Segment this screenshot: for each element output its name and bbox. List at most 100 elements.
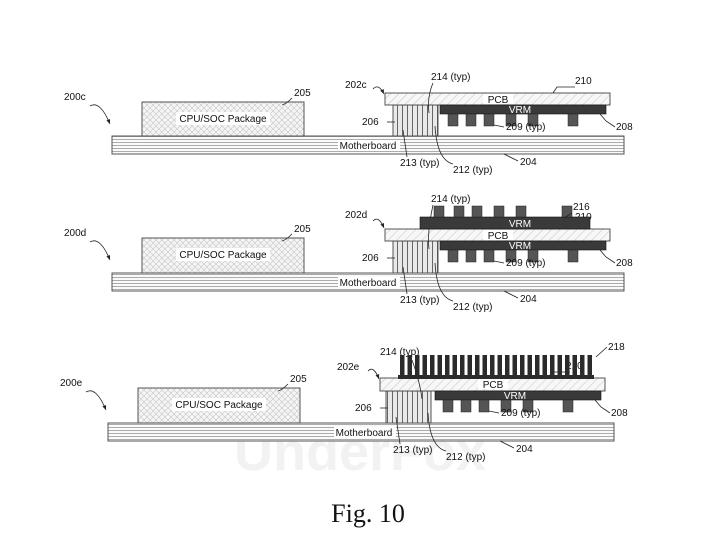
interposer-206 xyxy=(392,104,439,137)
component-209 xyxy=(567,113,579,127)
leader-204 xyxy=(503,290,519,299)
component-209 xyxy=(447,249,459,263)
ref-202d: 202d xyxy=(345,210,367,221)
heatsink-fin xyxy=(587,355,592,375)
ref-208: 208 xyxy=(616,122,633,133)
heatsink-fin xyxy=(565,355,570,375)
ref-218: 218 xyxy=(608,342,625,353)
ref-205: 205 xyxy=(294,224,311,235)
leader-205 xyxy=(281,233,293,242)
component-209 xyxy=(505,249,517,263)
motherboard-label-bg xyxy=(334,427,396,438)
vrm-bottom-label: VRM xyxy=(509,105,531,116)
component-209 xyxy=(483,113,495,127)
heatsink-fin xyxy=(445,355,450,375)
leader-204 xyxy=(503,153,519,162)
leader-205 xyxy=(281,97,293,106)
arrow-202d xyxy=(372,218,385,229)
component-top xyxy=(515,205,527,218)
leader-209 xyxy=(493,124,505,128)
component-209 xyxy=(478,399,490,413)
arrow-200d xyxy=(89,240,111,261)
leader-218 xyxy=(595,346,608,358)
ref-200e: 200e xyxy=(60,378,83,389)
vrm-bottom xyxy=(439,104,607,115)
component-top xyxy=(433,205,445,218)
heatsink-fin xyxy=(520,355,525,375)
arrow-202e-head xyxy=(375,374,380,379)
heatsink-fin xyxy=(527,355,532,375)
heatsink-fin xyxy=(460,355,465,375)
component-top xyxy=(471,205,483,218)
motherboard-label: Motherboard xyxy=(340,141,397,152)
interposer-206 xyxy=(392,240,439,274)
heatsink-fin xyxy=(490,355,495,375)
ref-212: 212 (typ) xyxy=(453,302,492,313)
motherboard-label: Motherboard xyxy=(340,278,397,289)
interposer-206 xyxy=(385,390,432,424)
heatsink-fin xyxy=(535,355,540,375)
heatsink-fin xyxy=(557,355,562,375)
ref-212: 212 (typ) xyxy=(453,165,492,176)
component-top xyxy=(453,205,465,218)
ref-210: 210 xyxy=(575,76,592,87)
ref-213: 213 (typ) xyxy=(400,295,439,306)
leader-212 xyxy=(427,412,447,452)
ref-205: 205 xyxy=(294,88,311,99)
heatsink-fin xyxy=(452,355,457,375)
arrow-200d-head xyxy=(106,255,111,260)
leader-209 xyxy=(493,260,505,264)
leader-204 xyxy=(499,440,515,449)
cpu-soc-package-label: CPU/SOC Package xyxy=(175,400,263,411)
ref-206: 206 xyxy=(362,117,379,128)
component-209 xyxy=(465,249,477,263)
component-209 xyxy=(442,399,454,413)
ref-202c: 202c xyxy=(345,80,367,91)
heatsink-fin xyxy=(512,355,517,375)
vrm-top-label: VRM xyxy=(509,219,531,230)
ref-200c: 200c xyxy=(64,92,86,103)
heatsink-fin xyxy=(475,355,480,375)
leader-212 xyxy=(434,262,454,302)
ref-216: 216 xyxy=(573,202,590,213)
ref-212: 212 (typ) xyxy=(446,452,485,463)
component-209 xyxy=(562,399,574,413)
ref-209: 209 (typ) xyxy=(506,122,545,133)
pcb-label-bg xyxy=(478,379,508,389)
leader-208 xyxy=(594,399,611,414)
ref-214: 214 (typ) xyxy=(431,194,470,205)
vrm-top xyxy=(419,216,591,230)
component-209 xyxy=(500,399,512,413)
leader-214 xyxy=(428,82,434,114)
heatsink-fin xyxy=(400,355,405,375)
cpu-soc-package xyxy=(141,237,305,274)
vrm-bottom xyxy=(434,390,602,401)
arrow-200c xyxy=(89,104,111,125)
leader-214 xyxy=(428,204,434,250)
leader-213 xyxy=(402,266,408,295)
vrm-bottom-label: VRM xyxy=(504,391,526,402)
ref-209: 209 (typ) xyxy=(501,408,540,419)
heatsink-fin xyxy=(505,355,510,375)
heatsink-fin xyxy=(430,355,435,375)
package-label-bg xyxy=(176,112,270,125)
vrm-bottom-label: VRM xyxy=(509,241,531,252)
component-209 xyxy=(527,113,539,127)
pcb-label: PCB xyxy=(488,231,509,242)
ref-214: 214 (typ) xyxy=(380,347,419,358)
heatsink-fin xyxy=(415,355,420,375)
heatsink-fin xyxy=(542,355,547,375)
component-top xyxy=(493,205,505,218)
arrow-202c-head xyxy=(380,89,384,94)
ref-209: 209 (typ) xyxy=(506,258,545,269)
ref-213: 213 (typ) xyxy=(400,158,439,169)
component-209 xyxy=(527,249,539,263)
heatsink-fin xyxy=(580,355,585,375)
vrm-bottom xyxy=(439,240,607,251)
pcb-label: PCB xyxy=(488,95,509,106)
ref-206: 206 xyxy=(355,403,372,414)
ref-208: 208 xyxy=(616,258,633,269)
component-209 xyxy=(483,249,495,263)
